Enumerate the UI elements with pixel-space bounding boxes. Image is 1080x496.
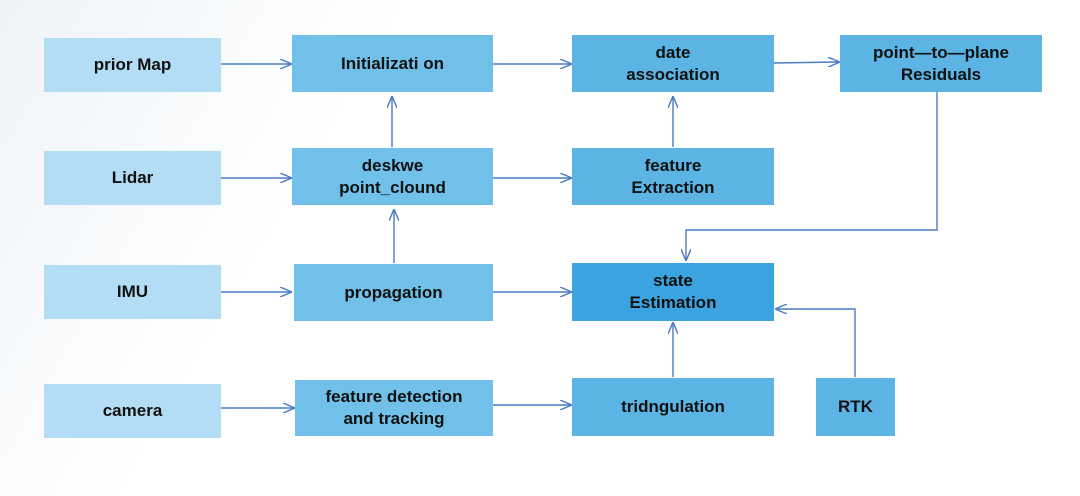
node-triangulation: tridngulation bbox=[572, 378, 774, 436]
node-propagation: propagation bbox=[294, 264, 493, 321]
node-initialization: Initializati on bbox=[292, 35, 493, 92]
node-data-association: date association bbox=[572, 35, 774, 92]
arrow-rtk-to-state-estimation bbox=[776, 309, 856, 377]
node-imu: IMU bbox=[44, 265, 221, 319]
node-lidar: Lidar bbox=[44, 151, 221, 205]
node-camera: camera bbox=[44, 384, 221, 438]
arrow-residuals-to-state-estimation bbox=[686, 92, 938, 260]
arrow-data-association-to-residuals bbox=[772, 62, 839, 63]
node-feature-detection: feature detection and tracking bbox=[295, 380, 493, 436]
node-state-estimation: state Estimation bbox=[572, 263, 774, 321]
node-feature-extraction: feature Extraction bbox=[572, 148, 774, 205]
node-point-to-plane-residuals: point—to—plane Residuals bbox=[840, 35, 1042, 92]
node-prior-map: prior Map bbox=[44, 38, 221, 92]
node-deskew-point-cloud: deskwe point_clound bbox=[292, 148, 493, 205]
node-rtk: RTK bbox=[816, 378, 895, 436]
